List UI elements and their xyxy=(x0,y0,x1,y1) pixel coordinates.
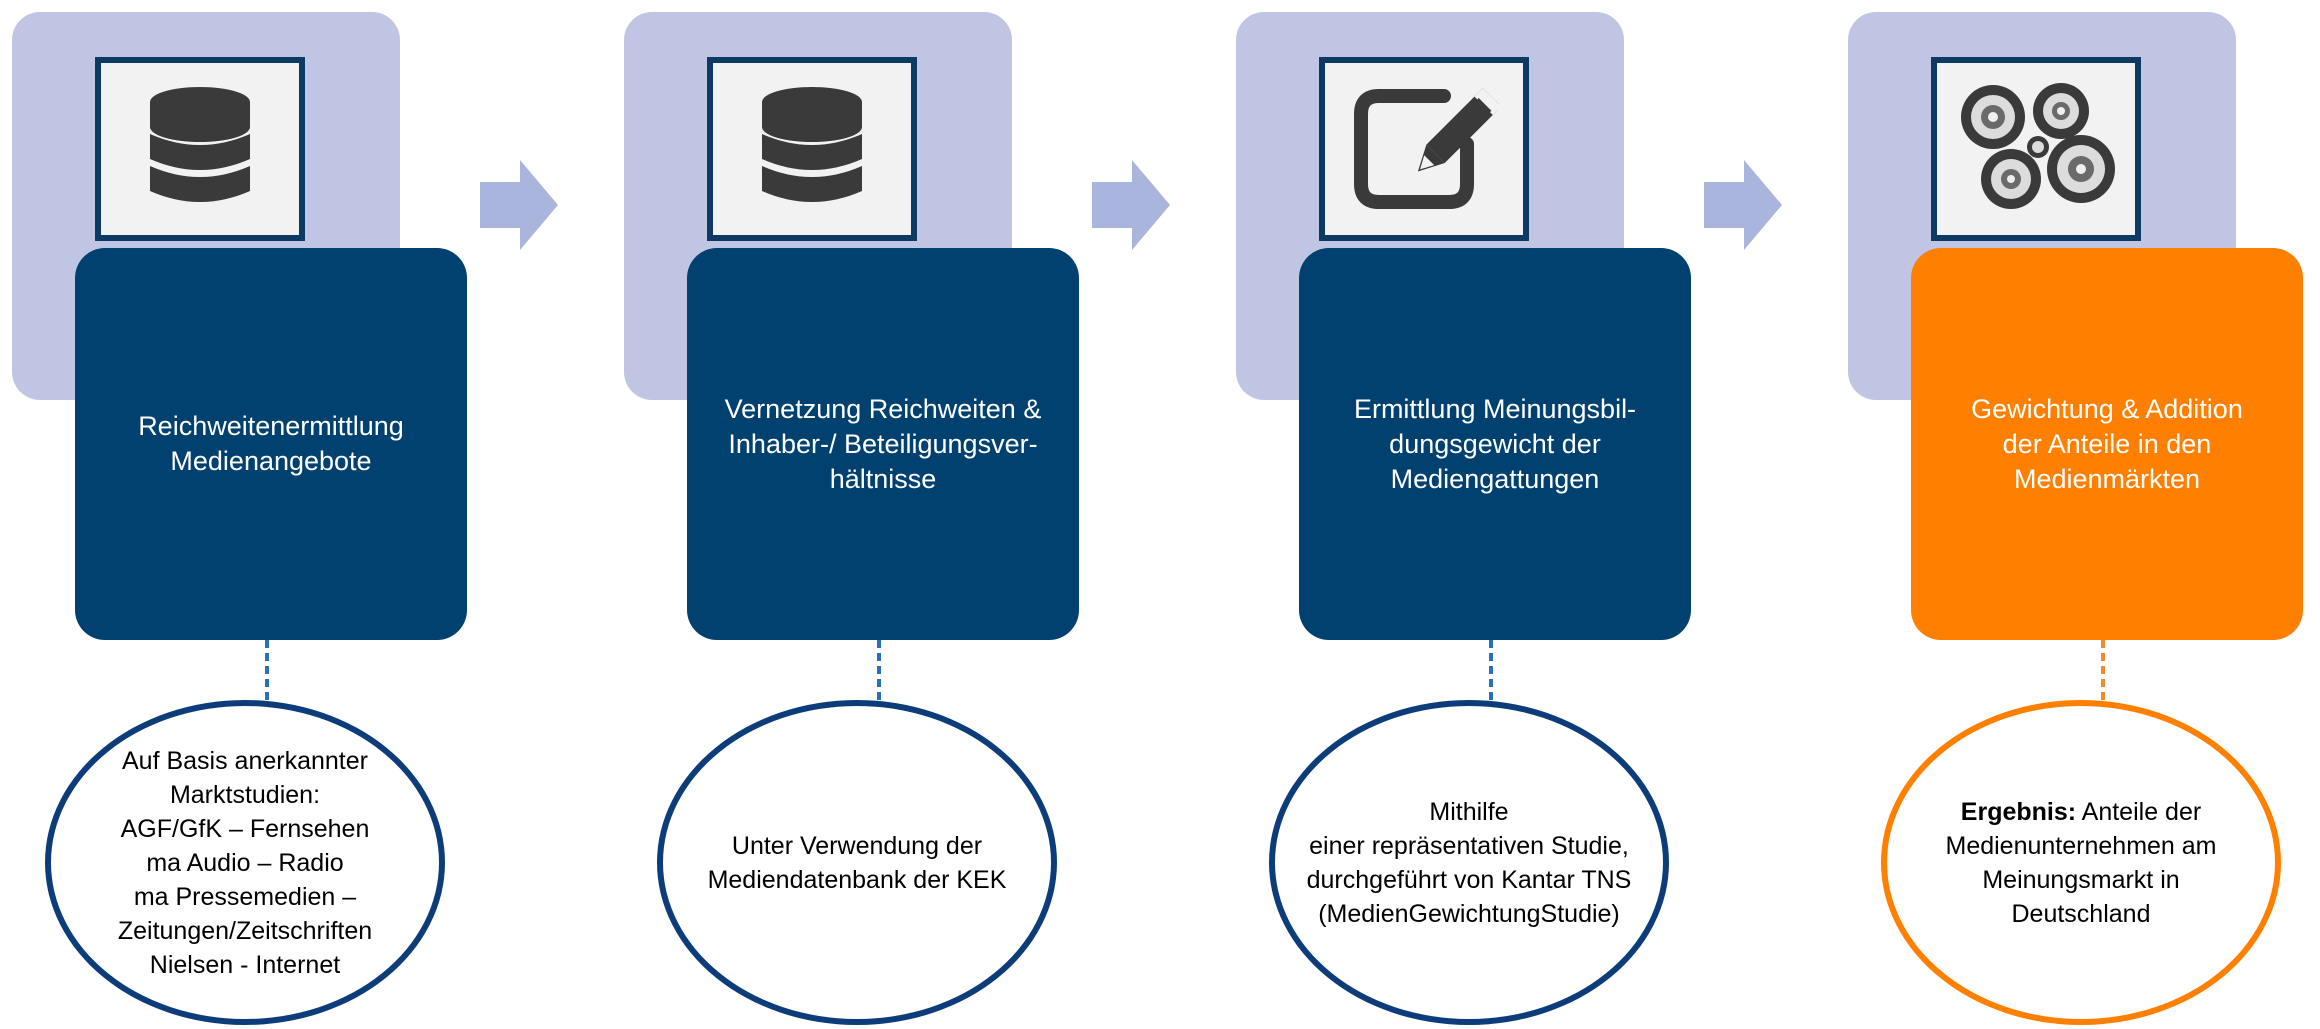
result-label: Ergebnis: xyxy=(1960,797,2077,826)
step-note: Unter Verwendung der Mediendatenbank der… xyxy=(707,831,1007,894)
result-note-text: Anteile der Medienunternehmen am Meinung… xyxy=(1945,797,2217,928)
step-note: Auf Basis anerkannter Marktstudien: AGF/… xyxy=(117,746,373,979)
step-title-box: Vernetzung Reichweiten & Inhaber-/ Betei… xyxy=(687,248,1079,640)
database-icon xyxy=(707,57,917,241)
step-4: Gewichtung & Addition der Anteile in den… xyxy=(1836,0,2320,1029)
edit-pencil-icon xyxy=(1319,57,1529,241)
result-note-ellipse: Ergebnis: Anteile der Medienunternehmen … xyxy=(1881,700,2281,1025)
circle-packing-icon xyxy=(1931,57,2141,241)
dashed-connector xyxy=(265,640,269,700)
arrow-right-icon xyxy=(480,160,558,250)
result-note: Ergebnis: Anteile der Medienunternehmen … xyxy=(1916,795,2247,931)
step-note-ellipse: Mithilfe einer repräsentativen Studie, d… xyxy=(1269,700,1669,1025)
step-title: Gewichtung & Addition der Anteile in den… xyxy=(1971,393,2243,494)
step-title: Ermittlung Meinungsbil- dungsgewicht der… xyxy=(1353,393,1637,494)
step-title-box: Reichweitenermittlung Medienangebote xyxy=(75,248,467,640)
step-title: Reichweitenermittlung Medienangebote xyxy=(138,411,404,476)
step-1: Reichweitenermittlung Medienangebote Auf… xyxy=(0,0,600,1029)
step-note: Mithilfe einer repräsentativen Studie, d… xyxy=(1306,797,1632,928)
arrow-right-icon xyxy=(1092,160,1170,250)
database-icon xyxy=(95,57,305,241)
arrow-right-icon xyxy=(1704,160,1782,250)
step-note-ellipse: Unter Verwendung der Mediendatenbank der… xyxy=(657,700,1057,1025)
step-3: Ermittlung Meinungsbil- dungsgewicht der… xyxy=(1224,0,1824,1029)
step-title: Vernetzung Reichweiten & Inhaber-/ Betei… xyxy=(724,393,1042,494)
step-note-ellipse: Auf Basis anerkannter Marktstudien: AGF/… xyxy=(45,700,445,1025)
step-2: Vernetzung Reichweiten & Inhaber-/ Betei… xyxy=(612,0,1212,1029)
step-title-box: Ermittlung Meinungsbil- dungsgewicht der… xyxy=(1299,248,1691,640)
dashed-connector xyxy=(877,640,881,700)
result-title-box: Gewichtung & Addition der Anteile in den… xyxy=(1911,248,2303,640)
dashed-connector xyxy=(1489,640,1493,700)
dashed-connector xyxy=(2101,640,2105,700)
